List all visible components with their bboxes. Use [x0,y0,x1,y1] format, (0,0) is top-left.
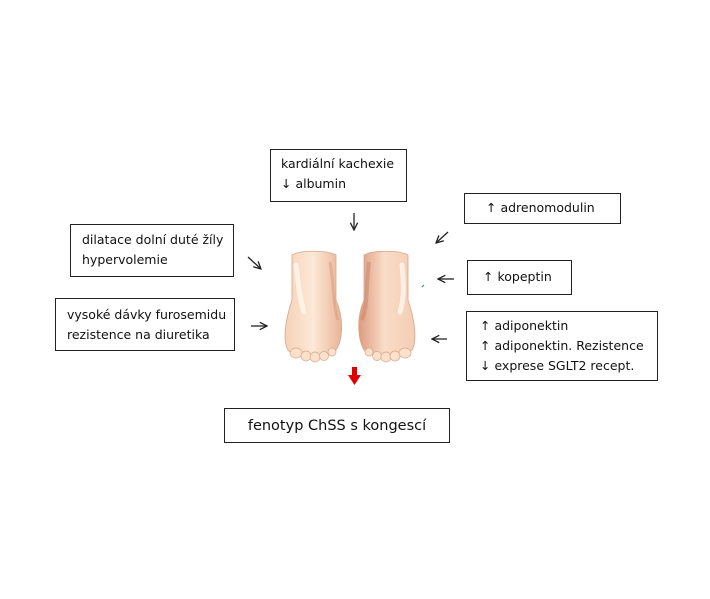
furosemid-line-2: rezistence na diuretika [67,327,210,342]
arrow-from-dilatace [247,256,261,269]
right-foot [358,250,416,363]
factor-box-kopeptin: ↑ kopeptin [467,260,572,295]
kopeptin-line-1: ↑ kopeptin [483,269,552,284]
kachexie-line-2: ↓ albumin [281,176,347,191]
adrenomodulin-line-1: ↑ adrenomodulin [486,200,595,215]
factor-box-furosemid: vysoké dávky furosemidu rezistence na di… [55,298,235,351]
swollen-feet-illustration [284,250,425,363]
factor-box-adrenomodulin: ↑ adrenomodulin [464,193,621,224]
result-box-fenotyp: fenotyp ChSS s kongescí [224,408,450,443]
tiny-mark [421,284,425,288]
dilatace-line-2: hypervolemie [82,252,168,267]
left-foot [284,250,343,363]
result-label: fenotyp ChSS s kongescí [247,418,427,434]
adiponektin-line-2: ↑ adiponektin. Rezistence [480,338,644,353]
adiponektin-line-3: ↓ exprese SGLT2 recept. [480,358,635,373]
kachexie-line-1: kardiální kachexie [281,156,395,171]
arrow-from-adrenomodulin [436,231,449,243]
factor-box-dilatace: dilatace dolní duté žíly hypervolemie [70,224,234,277]
factor-box-adiponektin: ↑ adiponektin ↑ adiponektin. Rezistence … [466,311,658,381]
dilatace-line-1: dilatace dolní duté žíly [82,232,224,247]
adiponektin-line-1: ↑ adiponektin [480,318,569,333]
furosemid-line-1: vysoké dávky furosemidu [67,307,227,322]
red-down-arrow-icon [348,367,361,385]
factor-box-kachexie: kardiální kachexie ↓ albumin [270,149,407,202]
